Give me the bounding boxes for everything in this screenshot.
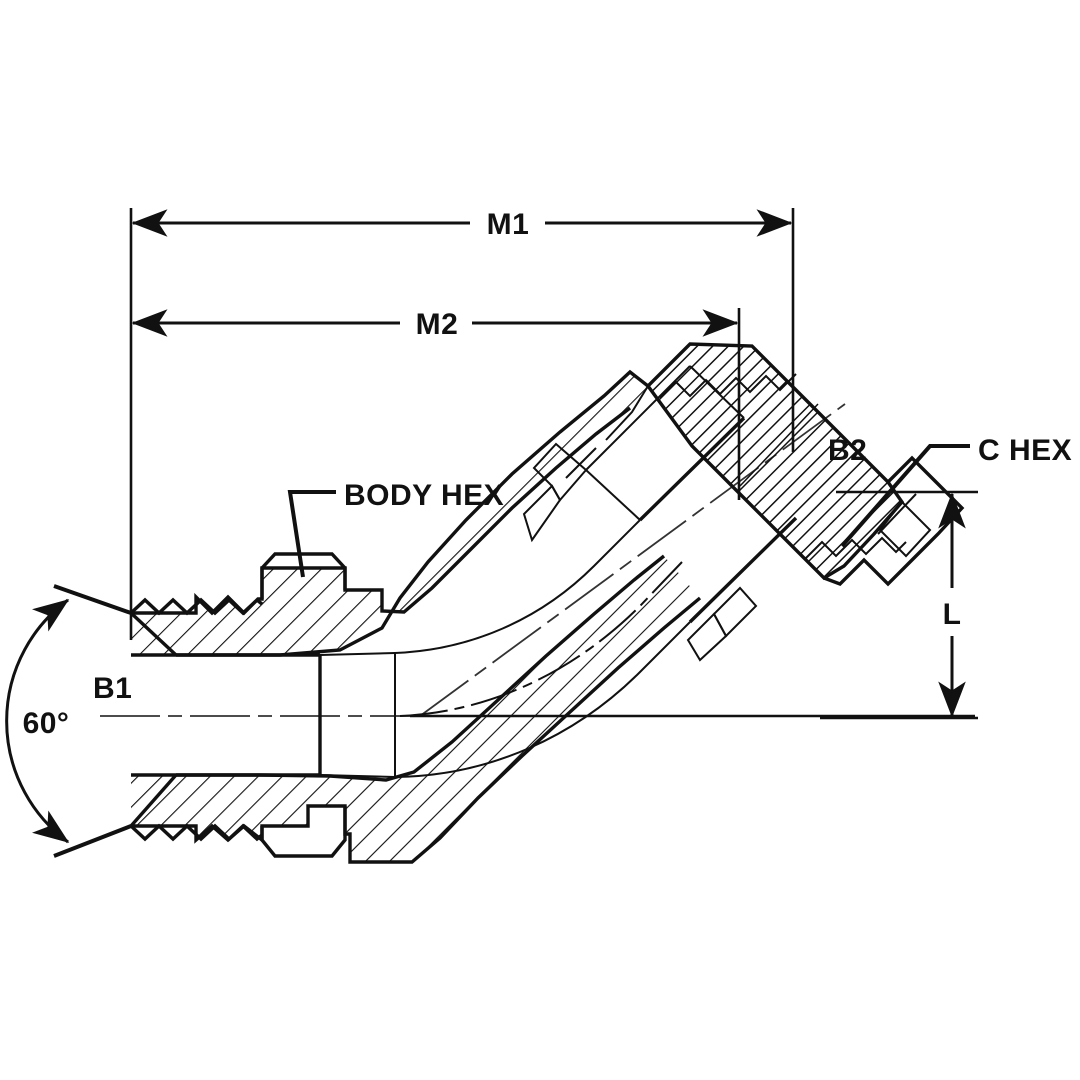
branch-step-upper: [585, 469, 641, 521]
dimension-l: L: [820, 490, 978, 720]
m1-label: M1: [487, 208, 530, 241]
b2-leader: [739, 403, 819, 487]
b2-label: B2: [828, 434, 867, 467]
body-hex-top: [260, 552, 347, 599]
branch-rear-shoulder: [565, 385, 649, 479]
flare-chamfer-top: [129, 611, 178, 657]
branch-step-details: [522, 442, 758, 662]
flare-chamfer-bottom: [129, 773, 178, 828]
bore-center-guide: [399, 561, 683, 717]
branch-thread-hatch: [648, 344, 902, 578]
straight-end-bore: [176, 652, 396, 778]
angle-flank-lower: [53, 824, 132, 858]
m2-label: M2: [416, 308, 459, 341]
dimension-m1: M1: [129, 208, 795, 640]
branch-bore-lower: [688, 516, 798, 624]
body-hex-label: BODY HEX: [344, 479, 504, 512]
angle-arc: [5, 598, 70, 844]
callout-body-hex: BODY HEX: [287, 479, 504, 578]
b1-label: B1: [93, 672, 132, 705]
branch-thread-outline: [645, 342, 905, 581]
dimension-m2: M2: [131, 308, 741, 500]
body-hex-leader: [287, 490, 336, 578]
lower-wall-hatch: [131, 556, 700, 862]
bore-upper-curve: [394, 519, 641, 654]
left-male-threads-top: [129, 597, 264, 616]
callout-c-hex: C HEX: [840, 434, 1072, 548]
c-hex-label: C HEX: [978, 434, 1072, 467]
c-hex-nut: [823, 455, 965, 587]
angle-label: 60°: [23, 707, 70, 740]
left-male-threads-bottom: [129, 823, 264, 842]
angle-flank-upper: [53, 584, 132, 615]
fitting-body: [129, 342, 965, 864]
c-hex-leader: [840, 444, 970, 548]
upper-wall-hatch: [131, 372, 648, 655]
dimension-angle-60: 60°: [5, 584, 132, 858]
branch-male-thread: [645, 342, 907, 581]
l-label: L: [943, 598, 962, 631]
body-hex-bottom: [260, 806, 347, 858]
callout-b1: B1: [93, 672, 132, 705]
bore-lower-curve: [394, 621, 691, 778]
elbow-inner-bore: [394, 519, 691, 778]
callout-b2: B2: [739, 403, 867, 487]
